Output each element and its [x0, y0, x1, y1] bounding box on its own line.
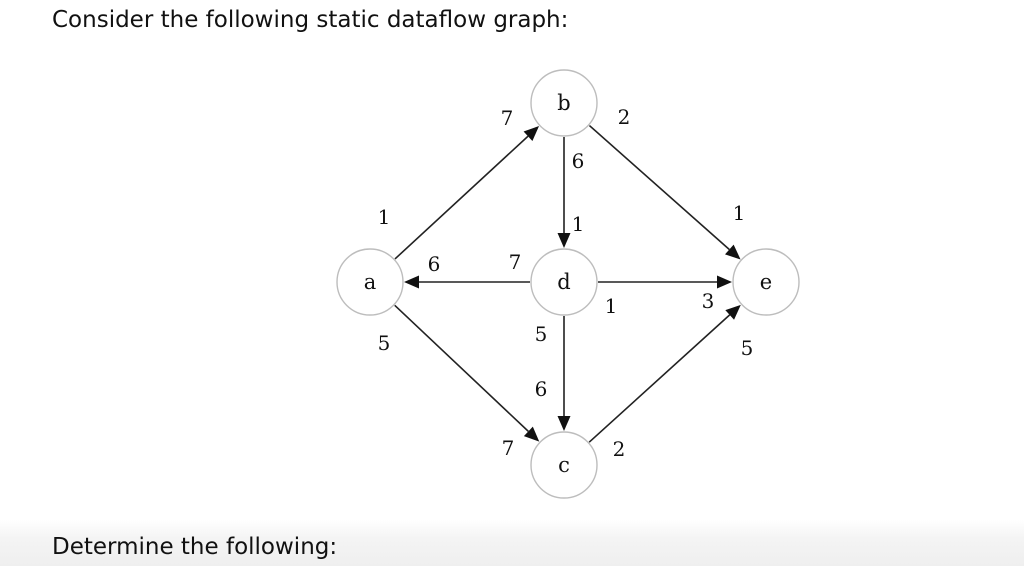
edge-d-c: [557, 316, 571, 431]
node-circle: [530, 69, 598, 137]
consume-rate-d-e: 3: [702, 289, 715, 313]
arrow-head: [557, 233, 571, 248]
edge-line: [394, 135, 529, 260]
consume-rate-d-a: 6: [428, 252, 441, 276]
edge-line: [588, 314, 731, 443]
node-label: e: [760, 270, 772, 294]
edge-c-e: [588, 304, 741, 443]
arrow-head: [725, 304, 741, 320]
node-circle: [530, 431, 598, 499]
consume-rate-c-e: 5: [741, 336, 754, 360]
rate-labels-layer: 1 7 2 1 6 1 7 6 1 3 5 7 5 6 2 5: [378, 105, 754, 461]
arrow-head: [725, 244, 741, 260]
produce-rate-c-e: 2: [613, 437, 626, 461]
question-footer: Determine the following:: [52, 534, 338, 560]
edge-line: [394, 304, 529, 432]
node-c: c: [530, 431, 598, 499]
node-circle: [732, 248, 800, 316]
edges-layer: [394, 124, 741, 443]
node-label: c: [558, 453, 570, 477]
edge-d-e: [598, 275, 732, 289]
node-a: a: [336, 248, 404, 316]
produce-rate-b-d: 6: [572, 149, 585, 173]
arrow-head: [523, 126, 540, 142]
produce-rate-d-a: 7: [509, 250, 522, 274]
arrow-head: [404, 275, 419, 289]
produce-rate-a-b: 1: [378, 205, 391, 229]
arrow-head: [523, 426, 540, 442]
node-circle: [336, 248, 404, 316]
consume-rate-a-b: 7: [501, 106, 514, 130]
question-heading: Consider the following static dataflow g…: [52, 7, 569, 33]
produce-rate-d-c: 5: [535, 322, 548, 346]
node-b: b: [530, 69, 598, 137]
node-e: e: [732, 248, 800, 316]
produce-rate-d-e: 1: [605, 294, 618, 318]
edge-a-c: [394, 304, 540, 442]
consume-rate-b-e: 1: [733, 201, 746, 225]
edge-b-d: [557, 137, 571, 248]
consume-rate-d-c: 6: [535, 377, 548, 401]
dataflow-graph: a b c d e 1 7 2 1 6 1 7 6 1 3 5 7 5 6 2 5: [336, 69, 800, 499]
node-label: d: [557, 270, 570, 294]
edge-d-a: [404, 275, 530, 289]
consume-rate-b-d: 1: [572, 212, 585, 236]
consume-rate-a-c: 7: [502, 436, 515, 460]
node-label: b: [557, 91, 570, 115]
nodes-layer: a b c d e: [336, 69, 800, 499]
arrow-head: [557, 416, 571, 431]
node-d: d: [530, 248, 598, 316]
node-label: a: [364, 270, 377, 294]
node-circle: [530, 248, 598, 316]
bottom-band: [0, 520, 1024, 566]
produce-rate-b-e: 2: [618, 105, 631, 129]
arrow-head: [717, 275, 732, 289]
edge-a-b: [394, 126, 540, 260]
edge-b-e: [588, 124, 741, 260]
produce-rate-a-c: 5: [378, 331, 391, 355]
edge-line: [588, 124, 730, 251]
